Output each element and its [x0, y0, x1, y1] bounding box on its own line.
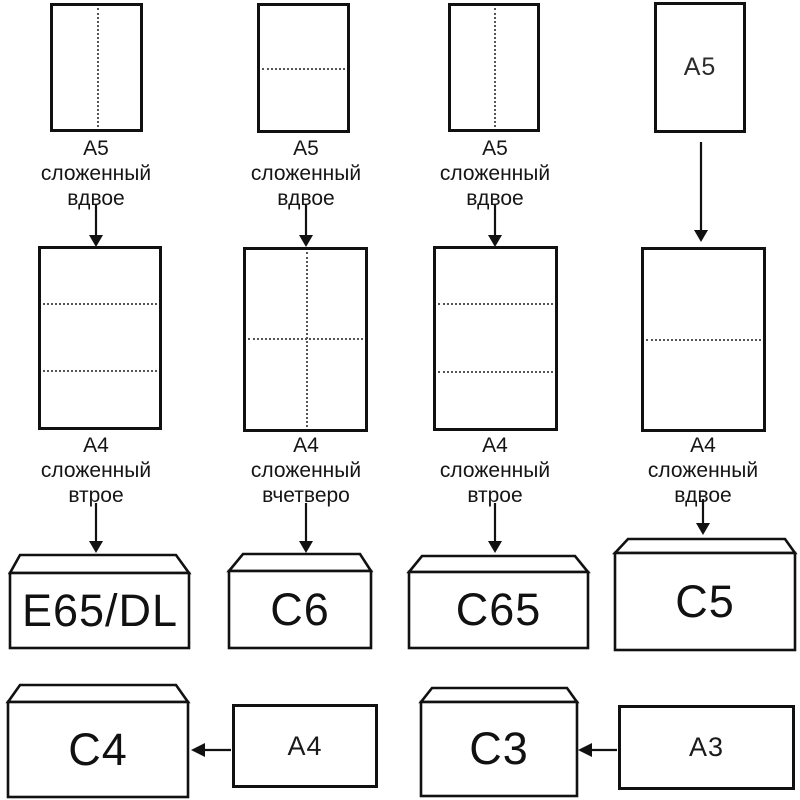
- envelope-label-c6: C6: [270, 583, 330, 635]
- caption-a5-col3: A5 сложенный вдвое: [410, 136, 580, 211]
- caption-line: A5: [83, 137, 109, 160]
- caption-a4-col3: A4 сложенный втрое: [410, 433, 580, 508]
- paper-a3-bottom: A3: [618, 705, 795, 790]
- fold-line-horizontal: [262, 68, 345, 70]
- paper-a4-col1: [38, 246, 162, 430]
- down-arrow-icon: [696, 499, 710, 535]
- envelope-c4-shape: [5, 683, 191, 799]
- envelope-body: [6, 700, 190, 799]
- fold-line-horizontal: [43, 303, 157, 305]
- caption-line: сложенный: [250, 459, 362, 482]
- caption-a5-col1: A5 сложенный вдвое: [11, 136, 181, 211]
- caption-line: A4: [690, 434, 716, 457]
- envelope-flap: [226, 552, 374, 573]
- envelope-c5-shape: [612, 537, 798, 652]
- paper-a5-col3: [448, 3, 540, 132]
- caption-line: сложенный: [439, 459, 551, 482]
- fold-line-horizontal: [438, 371, 553, 373]
- left-arrow-icon: [578, 743, 617, 757]
- caption-line: вдвое: [67, 187, 125, 210]
- envelope-body: [407, 570, 590, 650]
- caption-line: сложенный: [439, 162, 551, 185]
- caption-line: втрое: [467, 484, 523, 507]
- paper-a4-col2: [243, 247, 368, 432]
- fold-line-vertical: [494, 8, 496, 127]
- caption-line: A4: [83, 434, 109, 457]
- paper-label: A4: [287, 730, 323, 761]
- paper-a5-col1: [50, 3, 143, 132]
- envelope-body: [613, 551, 797, 652]
- caption-line: сложенный: [40, 162, 152, 185]
- envelope-e65dl-shape: [7, 553, 192, 650]
- envelope-body: [419, 700, 579, 798]
- envelope-c3-shape: [418, 686, 580, 798]
- caption-line: вдвое: [674, 484, 732, 507]
- fold-line-horizontal: [438, 303, 553, 305]
- fold-line-horizontal: [43, 370, 157, 372]
- envelope-flap: [7, 553, 192, 575]
- caption-a4-col4: A4 сложенный вдвое: [618, 433, 788, 508]
- envelope-flap: [5, 683, 191, 704]
- envelope-label-c4: C4: [68, 723, 128, 775]
- down-arrow-icon: [89, 205, 103, 247]
- envelope-label-c3: C3: [469, 723, 529, 774]
- caption-line: A5: [482, 137, 508, 160]
- paper-label: A5: [683, 53, 717, 81]
- paper-a4-bottom: A4: [232, 704, 378, 788]
- down-arrow-icon: [488, 205, 502, 247]
- envelope-body: [227, 569, 373, 650]
- fold-line-vertical: [96, 8, 99, 127]
- caption-a4-col1: A4 сложенный втрое: [11, 433, 181, 508]
- caption-line: втрое: [68, 484, 124, 507]
- paper-a4-col3: [433, 246, 558, 431]
- caption-line: вчетверо: [262, 484, 350, 507]
- down-arrow-icon: [89, 503, 103, 553]
- fold-line-vertical: [305, 252, 308, 427]
- caption-line: сложенный: [40, 459, 152, 482]
- envelope-flap: [406, 554, 591, 574]
- paper-a5-col4: A5: [654, 2, 746, 133]
- paper-a4-col4: [641, 247, 766, 432]
- caption-line: вдвое: [277, 187, 335, 210]
- caption-line: сложенный: [250, 162, 362, 185]
- caption-line: вдвое: [466, 187, 524, 210]
- paper-label: A3: [688, 732, 725, 762]
- envelope-label-c65: C65: [455, 584, 542, 635]
- down-arrow-icon: [299, 205, 313, 247]
- envelope-label-c5: C5: [675, 575, 735, 627]
- envelope-c6-shape: [226, 552, 374, 650]
- paper-a5-col2: [257, 3, 350, 133]
- down-arrow-icon: [694, 142, 708, 242]
- fold-line-horizontal: [646, 339, 761, 341]
- envelope-flap: [612, 537, 798, 555]
- envelope-label-e65dl: E65/DL: [21, 584, 179, 636]
- caption-line: сложенный: [647, 459, 759, 482]
- caption-line: A4: [293, 434, 319, 457]
- caption-a5-col2: A5 сложенный вдвое: [221, 136, 391, 211]
- caption-line: A5: [293, 137, 319, 160]
- left-arrow-icon: [191, 743, 231, 757]
- envelope-c65-shape: [406, 554, 591, 650]
- caption-a4-col2: A4 сложенный вчетверо: [221, 433, 391, 508]
- caption-line: A4: [482, 434, 508, 457]
- down-arrow-icon: [299, 503, 313, 553]
- envelope-body: [8, 571, 191, 650]
- down-arrow-icon: [488, 503, 502, 553]
- envelope-flap: [418, 686, 580, 704]
